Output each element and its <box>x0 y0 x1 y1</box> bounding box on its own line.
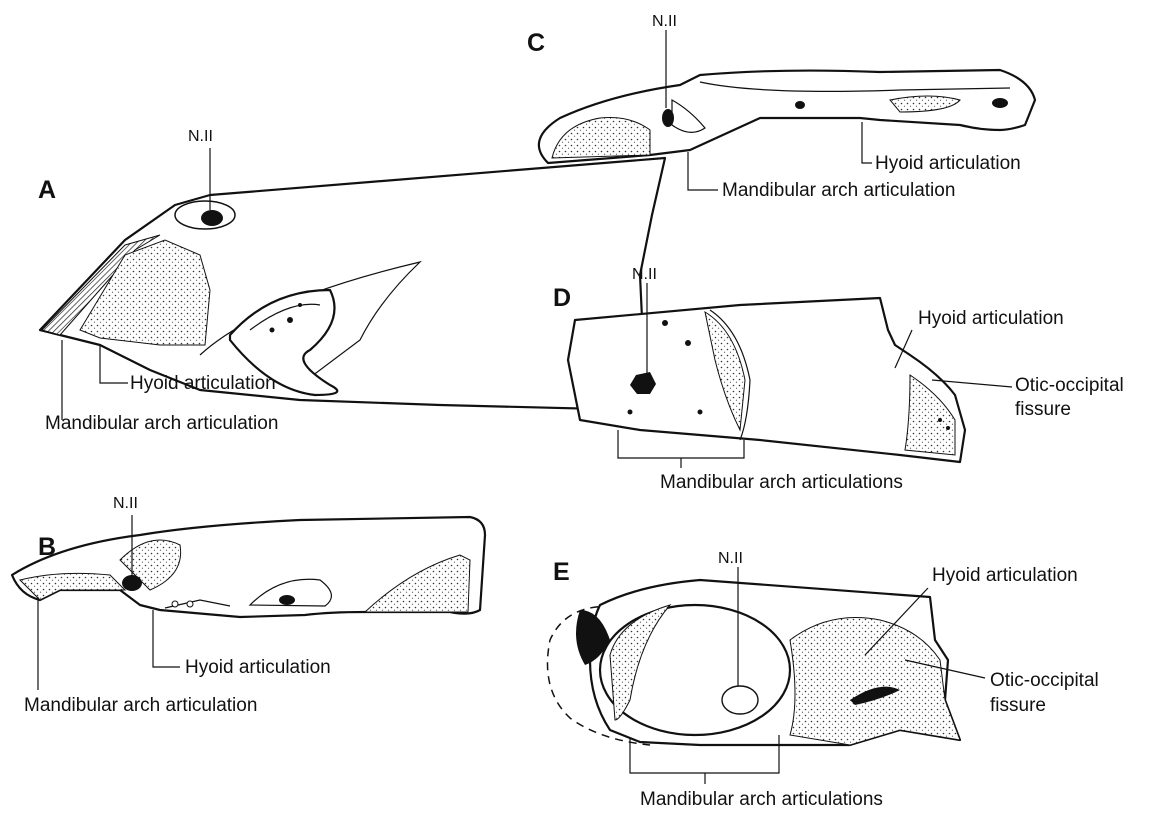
panel-e-fissure-label-line1: Otic-occipital <box>990 670 1099 691</box>
panel-b-nasal-capsule <box>20 573 125 600</box>
panel-b-leader-hyoid <box>153 610 180 667</box>
panel-c-leader-mandibular <box>688 152 718 190</box>
panel-a-optic-foramen <box>201 210 223 226</box>
panel-c-leader-hyoid <box>862 122 872 163</box>
panel-a-optic-nerve-label: N.II <box>188 128 213 145</box>
panel-d-fissure-label-line1: Otic-occipital <box>1015 375 1124 396</box>
panel-c-mandibular-label: Mandibular arch articulation <box>722 180 955 201</box>
panel-b-optic-nerve-label: N.II <box>113 495 138 512</box>
panel-e-optic-nerve-label: N.II <box>718 550 743 567</box>
panel-b: B N.II Hyoid articulation Mandibular arc… <box>12 495 485 716</box>
panel-a-letter: A <box>38 176 56 204</box>
panel-a: A N.II Hyoid articulation Mandibular arc… <box>38 128 665 434</box>
panel-e-fissure-label-line2: fissure <box>990 695 1046 716</box>
panel-e-hyoid-label: Hyoid articulation <box>932 565 1078 586</box>
panel-e-letter: E <box>553 558 570 586</box>
panel-c-letter: C <box>527 29 545 57</box>
panel-d-braincase <box>568 298 965 462</box>
panel-a-hyoid-label: Hyoid articulation <box>130 373 276 394</box>
panel-c-optic-foramen <box>662 109 674 127</box>
panel-c-hyoid-label: Hyoid articulation <box>875 153 1021 174</box>
panel-d-letter: D <box>553 284 571 312</box>
panel-e-optic-foramen <box>722 686 758 714</box>
panel-d-optic-nerve-label: N.II <box>632 266 657 283</box>
panel-b-hyoid-label: Hyoid articulation <box>185 657 331 678</box>
panel-c-optic-nerve-label: N.II <box>652 13 677 30</box>
panel-e: E N.II Hyoid articulation Otic-occipital… <box>548 550 1099 810</box>
panel-b-foramen <box>279 595 295 605</box>
panel-d-fissure-label-line2: fissure <box>1015 399 1071 420</box>
panel-e-mandibular-label: Mandibular arch articulations <box>640 789 883 810</box>
panel-b-mandibular-label: Mandibular arch articulation <box>24 695 257 716</box>
panel-d-mandibular-label: Mandibular arch articulations <box>660 472 903 493</box>
panel-d-hyoid-label: Hyoid articulation <box>918 308 1064 329</box>
panel-a-mandibular-label: Mandibular arch articulation <box>45 413 278 434</box>
